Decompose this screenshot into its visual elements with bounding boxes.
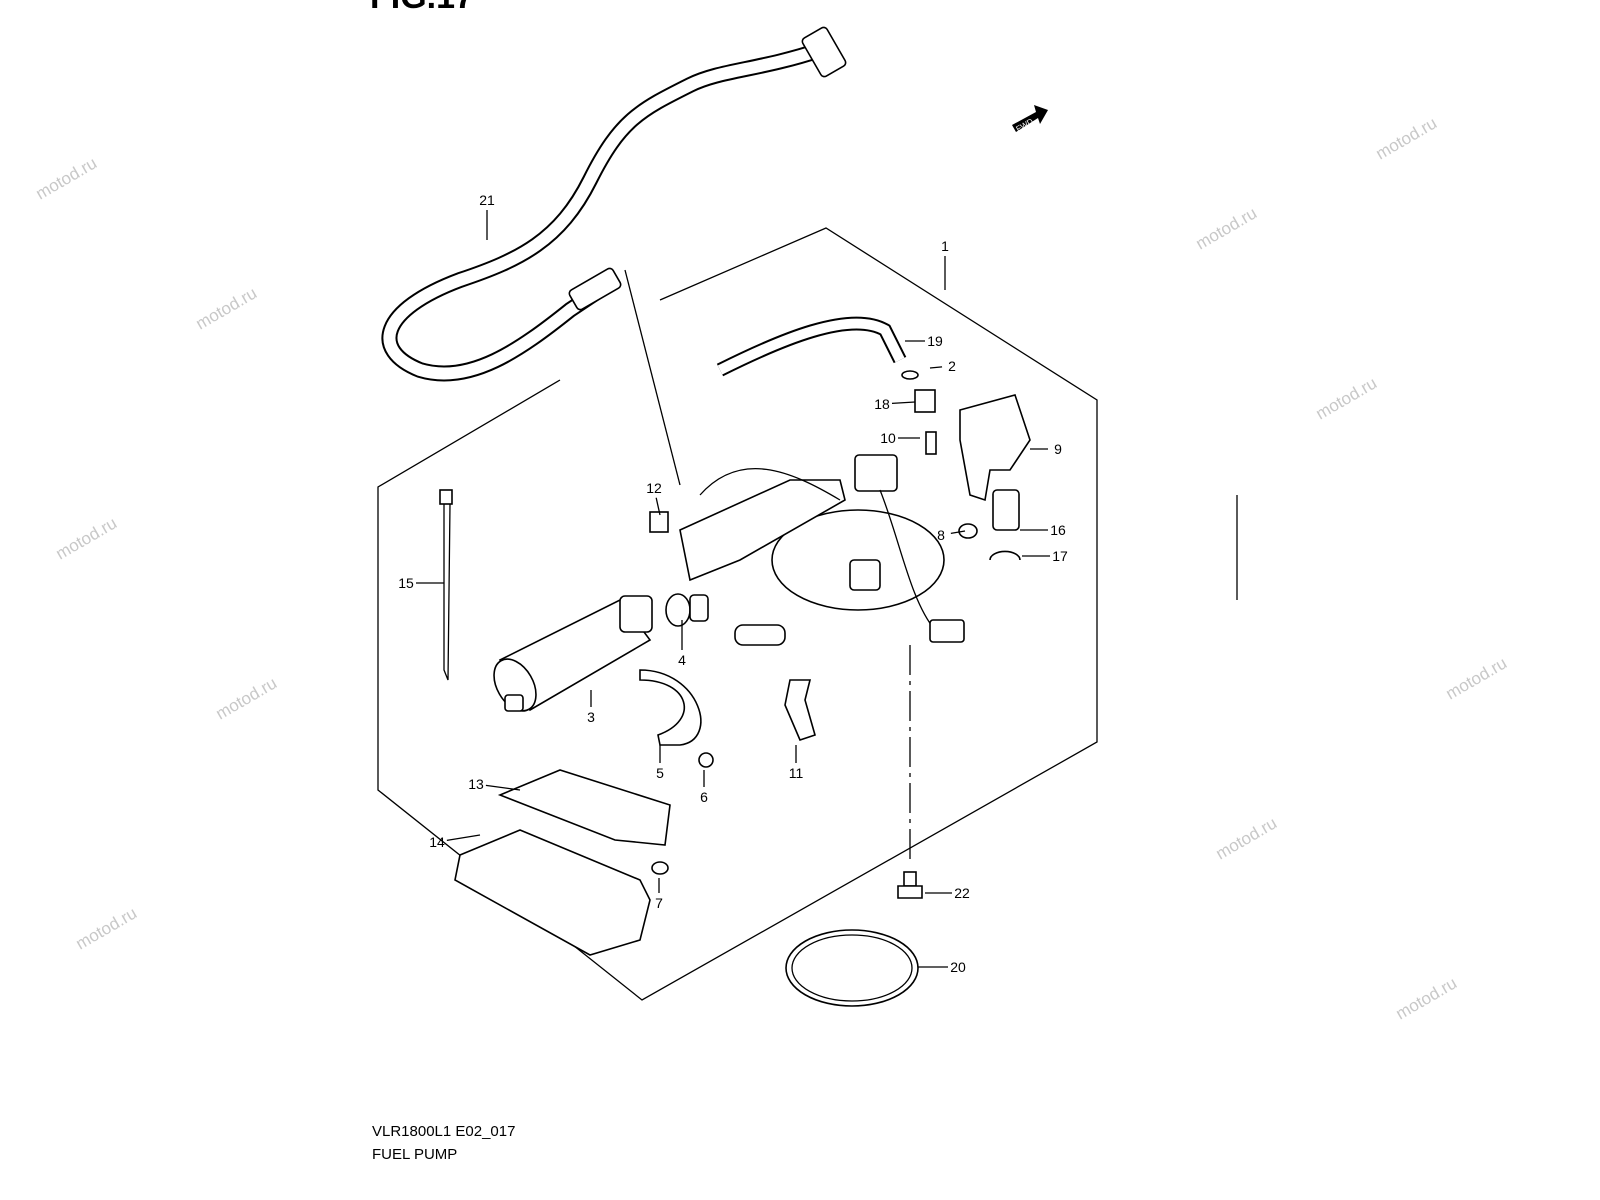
part-14-cover bbox=[454, 829, 651, 956]
part-15-cable-tie bbox=[439, 489, 453, 681]
part-13-filter bbox=[497, 769, 671, 846]
callout-11[interactable]: 11 bbox=[788, 765, 804, 781]
part-6-screw bbox=[698, 752, 714, 768]
leader-line-2 bbox=[929, 366, 943, 369]
part-22-bolt bbox=[897, 871, 923, 899]
part-5-holder bbox=[639, 669, 702, 746]
callout-14[interactable]: 14 bbox=[429, 834, 445, 850]
part-19-hose bbox=[716, 316, 907, 377]
callout-1[interactable]: 1 bbox=[941, 238, 949, 254]
fwd-arrow-icon bbox=[1012, 105, 1048, 132]
part-7-washer bbox=[651, 861, 669, 875]
callout-2[interactable]: 2 bbox=[948, 358, 956, 374]
part-2-clamp bbox=[901, 370, 919, 380]
callout-4[interactable]: 4 bbox=[678, 652, 686, 668]
callout-leaders bbox=[416, 210, 1050, 968]
callout-8[interactable]: 8 bbox=[937, 527, 945, 543]
callout-7[interactable]: 7 bbox=[655, 895, 663, 911]
callout-13[interactable]: 13 bbox=[468, 776, 484, 792]
part-18-joint bbox=[914, 389, 936, 413]
assembly-box-outline bbox=[377, 227, 1098, 1001]
part-8-o-ring bbox=[958, 523, 978, 539]
leader-line-8 bbox=[950, 530, 966, 534]
leader-line-18 bbox=[891, 401, 916, 405]
callout-17[interactable]: 17 bbox=[1052, 548, 1068, 564]
leader-line-13 bbox=[485, 784, 521, 791]
callout-9[interactable]: 9 bbox=[1054, 441, 1062, 457]
part-16-regulator bbox=[992, 489, 1020, 531]
callout-16[interactable]: 16 bbox=[1050, 522, 1066, 538]
callout-22[interactable]: 22 bbox=[954, 885, 970, 901]
callout-3[interactable]: 3 bbox=[587, 709, 595, 725]
figure-title: FIG.17 bbox=[370, 0, 474, 17]
callout-18[interactable]: 18 bbox=[874, 396, 890, 412]
callout-21[interactable]: 21 bbox=[479, 192, 495, 208]
figure-name: FUEL PUMP bbox=[372, 1146, 458, 1163]
callout-19[interactable]: 19 bbox=[927, 333, 943, 349]
part-11-cushion bbox=[784, 679, 816, 741]
part-20-o-ring bbox=[785, 929, 919, 1007]
part-4-filter bbox=[665, 593, 709, 627]
leader-line-12 bbox=[655, 497, 661, 516]
callout-20[interactable]: 20 bbox=[950, 959, 966, 975]
part-10-bolt bbox=[925, 431, 937, 455]
part-9-bracket bbox=[959, 394, 1031, 502]
leader-line-14 bbox=[446, 834, 481, 842]
callout-6[interactable]: 6 bbox=[700, 789, 708, 805]
figure-code: VLR1800L1 E02_017 bbox=[372, 1123, 516, 1140]
pump-plate-assembly bbox=[679, 454, 965, 860]
callout-12[interactable]: 12 bbox=[646, 480, 662, 496]
callout-5[interactable]: 5 bbox=[656, 765, 664, 781]
part-21-hose bbox=[381, 26, 847, 486]
callout-15[interactable]: 15 bbox=[398, 575, 414, 591]
part-3-fuel-pump bbox=[493, 595, 653, 712]
part-12-clip bbox=[649, 511, 669, 533]
callout-10[interactable]: 10 bbox=[880, 430, 896, 446]
part-17-clip bbox=[989, 550, 1021, 561]
